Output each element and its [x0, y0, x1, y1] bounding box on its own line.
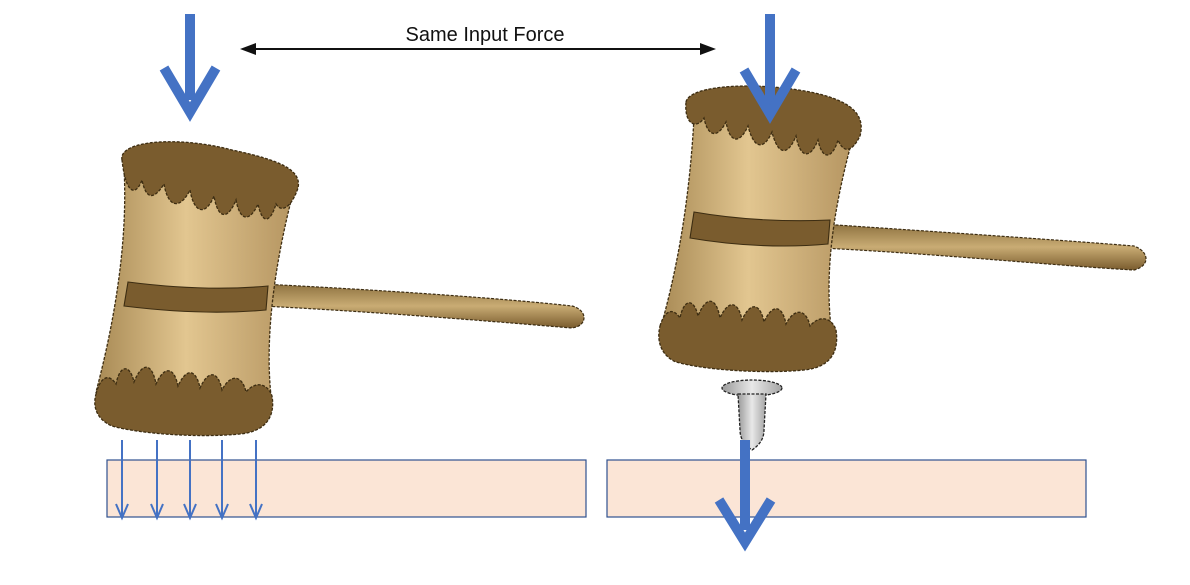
small-down-arrow-icon: [249, 440, 263, 521]
small-down-arrow-icon: [115, 440, 129, 521]
left-mallet-bottom-cap: [94, 366, 274, 437]
right-mallet-top-cap: [685, 85, 862, 156]
right-mallet-handle: [821, 223, 1147, 271]
right-scene: [606, 14, 1147, 552]
arrowhead-right-icon: [700, 43, 716, 55]
left-mallet-band: [123, 281, 269, 313]
concentrated-output-force-arrow: [714, 440, 776, 552]
left-distributed-force-arrows: [115, 440, 263, 521]
small-down-arrow-icon: [183, 440, 197, 521]
small-down-arrow-icon: [215, 440, 229, 521]
left-surface-block: [106, 459, 587, 518]
left-scene: [94, 14, 587, 521]
small-down-arrow-icon: [150, 440, 164, 521]
arrowhead-left-icon: [240, 43, 256, 55]
right-mallet-bottom-cap: [658, 300, 838, 373]
right-surface-block: [606, 459, 1087, 518]
same-force-indicator: Same Input Force: [240, 24, 716, 55]
same-input-force-label: Same Input Force: [406, 24, 565, 46]
right-mallet-band: [689, 211, 831, 247]
right-input-force-arrow: [739, 14, 801, 124]
left-mallet-handle: [261, 283, 585, 329]
nail-icon: [721, 379, 783, 451]
left-input-force-arrow: [159, 14, 221, 122]
left-mallet-top-cap: [121, 141, 300, 220]
